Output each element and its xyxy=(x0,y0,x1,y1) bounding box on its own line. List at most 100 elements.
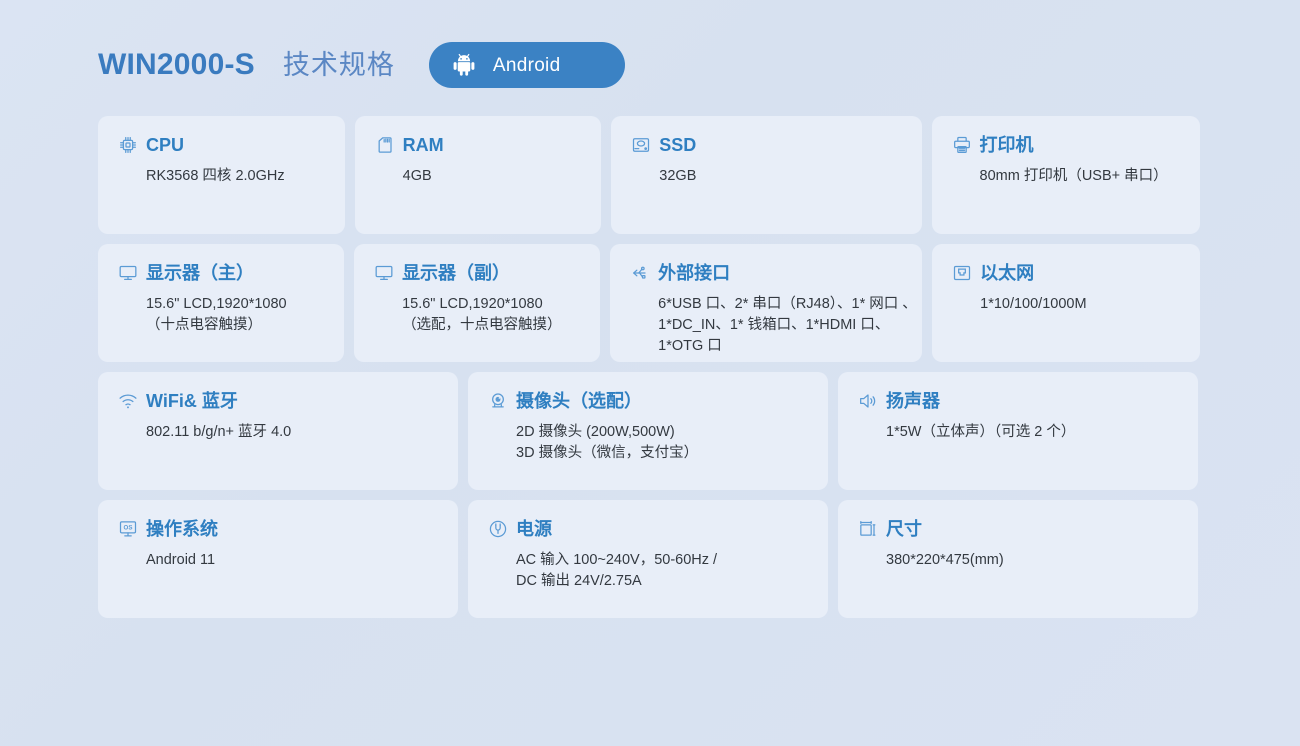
card-title: 以太网 xyxy=(980,263,1035,283)
card-header: 以太网 xyxy=(952,262,1180,284)
spec-grid: CPU RK3568 四核 2.0GHz RAM 4GB xyxy=(98,116,1200,628)
card-header: CPU xyxy=(118,134,325,156)
card-line: 15.6" LCD,1920*1080 xyxy=(146,296,287,312)
card-body: Android 11 xyxy=(146,550,438,571)
spec-card-cpu: CPU RK3568 四核 2.0GHz xyxy=(98,116,345,234)
os-badge-label: Android xyxy=(492,54,561,76)
card-header: SSD xyxy=(631,134,901,156)
spec-card-ssd: SSD 32GB xyxy=(611,116,922,234)
spec-row: WiFi& 蓝牙 802.11 b/g/n+ 蓝牙 4.0 摄像头（选配） 2D… xyxy=(98,372,1200,490)
card-header: 显示器（主） xyxy=(118,262,324,284)
card-body: 6*USB 口、2* 串口（RJ48）、1* 网口 、 1*DC_IN、1* 钱… xyxy=(658,294,917,357)
card-body: 1*5W（立体声）（可选 2 个） xyxy=(886,422,1178,443)
card-body: 15.6" LCD,1920*1080 （选配，十点电容触摸） xyxy=(402,294,580,336)
monitor-icon xyxy=(119,265,137,280)
card-body: 80mm 打印机（USB+ 串口） xyxy=(980,166,1181,187)
model-name: WIN2000-S xyxy=(98,48,255,81)
ethernet-port-icon xyxy=(954,265,971,281)
spec-row: OS 操作系统 Android 11 电源 AC 输入 100~2 xyxy=(98,500,1200,618)
spec-card-printer: 打印机 80mm 打印机（USB+ 串口） xyxy=(931,116,1200,234)
card-line: 380*220*475(mm) xyxy=(886,552,1004,568)
page-title: 技术规格 xyxy=(282,49,395,80)
printer-icon xyxy=(953,136,970,153)
os-screen-icon: OS xyxy=(119,521,137,537)
card-title: WiFi& 蓝牙 xyxy=(146,391,238,411)
spec-card-dimensions: 尺寸 380*220*475(mm) xyxy=(838,500,1198,618)
os-badge[interactable]: Android xyxy=(428,42,625,88)
card-title: 打印机 xyxy=(979,135,1034,155)
card-body: AC 输入 100~240V，50-60Hz / DC 输出 24V/2.75A xyxy=(516,550,808,592)
spec-card-external-ports: 外部接口 6*USB 口、2* 串口（RJ48）、1* 网口 、 1*DC_IN… xyxy=(610,244,923,362)
card-title: 显示器（副） xyxy=(402,263,511,283)
card-line: 4GB xyxy=(402,168,432,184)
card-title: RAM xyxy=(402,135,444,155)
card-body: 32GB xyxy=(659,166,901,187)
card-line: RK3568 四核 2.0GHz xyxy=(146,168,285,184)
card-line: 1*OTG 口 xyxy=(658,338,722,354)
card-line: 15.6" LCD,1920*1080 xyxy=(402,296,543,312)
spec-row: CPU RK3568 四核 2.0GHz RAM 4GB xyxy=(98,116,1200,234)
card-line: 1*5W（立体声）（可选 2 个） xyxy=(886,424,1076,440)
card-title: 尺寸 xyxy=(886,519,922,539)
card-title: 显示器（主） xyxy=(146,263,254,283)
speaker-icon xyxy=(860,394,876,408)
card-body: 2D 摄像头 (200W,500W) 3D 摄像头（微信，支付宝） xyxy=(516,422,808,464)
spec-card-ethernet: 以太网 1*10/100/1000M xyxy=(932,244,1200,362)
spec-card-display-secondary: 显示器（副） 15.6" LCD,1920*1080 （选配，十点电容触摸） xyxy=(354,244,601,362)
card-line: Android 11 xyxy=(146,552,216,568)
card-title: 外部接口 xyxy=(658,263,731,283)
card-title: CPU xyxy=(146,135,185,155)
power-plug-icon xyxy=(489,520,507,538)
card-header: 外部接口 xyxy=(630,262,902,284)
wifi-icon xyxy=(119,394,137,409)
card-line: 80mm 打印机（USB+ 串口） xyxy=(979,168,1168,184)
card-title: SSD xyxy=(659,135,697,155)
page-header: WIN2000-S 技术规格 Android xyxy=(98,42,625,88)
card-line: 802.11 b/g/n+ 蓝牙 4.0 xyxy=(146,424,292,440)
android-icon xyxy=(453,53,475,76)
spec-card-operating-system: OS 操作系统 Android 11 xyxy=(98,500,458,618)
card-body: 1*10/100/1000M xyxy=(980,294,1180,315)
card-header: 电源 xyxy=(488,518,808,540)
spec-card-power: 电源 AC 输入 100~240V，50-60Hz / DC 输出 24V/2.… xyxy=(468,500,828,618)
card-title: 摄像头（选配） xyxy=(516,391,642,411)
card-body: RK3568 四核 2.0GHz xyxy=(146,166,325,187)
card-title: 操作系统 xyxy=(146,519,218,539)
spec-card-speaker: 扬声器 1*5W（立体声）（可选 2 个） xyxy=(838,372,1198,490)
card-line: DC 输出 24V/2.75A xyxy=(516,573,642,589)
spec-row: 显示器（主） 15.6" LCD,1920*1080 （十点电容触摸） 显示器（… xyxy=(98,244,1200,362)
spec-card-ram: RAM 4GB xyxy=(354,116,602,234)
card-header: 尺寸 xyxy=(858,518,1178,540)
card-header: 显示器（副） xyxy=(374,262,580,284)
svg-text:OS: OS xyxy=(124,524,133,531)
usb-connector-icon xyxy=(633,266,646,279)
camera-icon xyxy=(492,393,504,408)
card-line: 6*USB 口、2* 串口（RJ48）、1* 网口 、 xyxy=(658,296,917,312)
card-header: RAM xyxy=(375,134,582,156)
memory-card-icon xyxy=(378,137,392,153)
card-body: 4GB xyxy=(403,166,582,187)
card-line: 1*DC_IN、1* 钱箱口、1*HDMI 口、 xyxy=(658,317,890,333)
card-header: 打印机 xyxy=(952,134,1181,156)
card-header: 摄像头（选配） xyxy=(488,390,808,412)
monitor-icon xyxy=(375,265,393,280)
spec-card-display-main: 显示器（主） 15.6" LCD,1920*1080 （十点电容触摸） xyxy=(98,244,345,362)
card-title: 电源 xyxy=(516,519,552,539)
card-body: 802.11 b/g/n+ 蓝牙 4.0 xyxy=(146,422,438,443)
card-body: 15.6" LCD,1920*1080 （十点电容触摸） xyxy=(146,294,324,336)
card-line: （选配，十点电容触摸） xyxy=(402,317,562,333)
card-header: 扬声器 xyxy=(858,390,1178,412)
card-line: 2D 摄像头 (200W,500W) xyxy=(516,424,675,440)
spec-card-wifi-bluetooth: WiFi& 蓝牙 802.11 b/g/n+ 蓝牙 4.0 xyxy=(98,372,458,490)
spec-card-camera: 摄像头（选配） 2D 摄像头 (200W,500W) 3D 摄像头（微信，支付宝… xyxy=(468,372,828,490)
cpu-chip-icon xyxy=(120,137,136,153)
card-line: 3D 摄像头（微信，支付宝） xyxy=(516,445,699,461)
card-header: WiFi& 蓝牙 xyxy=(118,390,438,412)
card-header: OS 操作系统 xyxy=(118,518,438,540)
dimensions-icon xyxy=(860,521,876,536)
card-body: 380*220*475(mm) xyxy=(886,550,1178,571)
card-line: 1*10/100/1000M xyxy=(980,296,1087,312)
card-line: （十点电容触摸） xyxy=(146,317,262,333)
card-line: 32GB xyxy=(659,168,697,184)
hard-disk-icon xyxy=(633,138,650,152)
